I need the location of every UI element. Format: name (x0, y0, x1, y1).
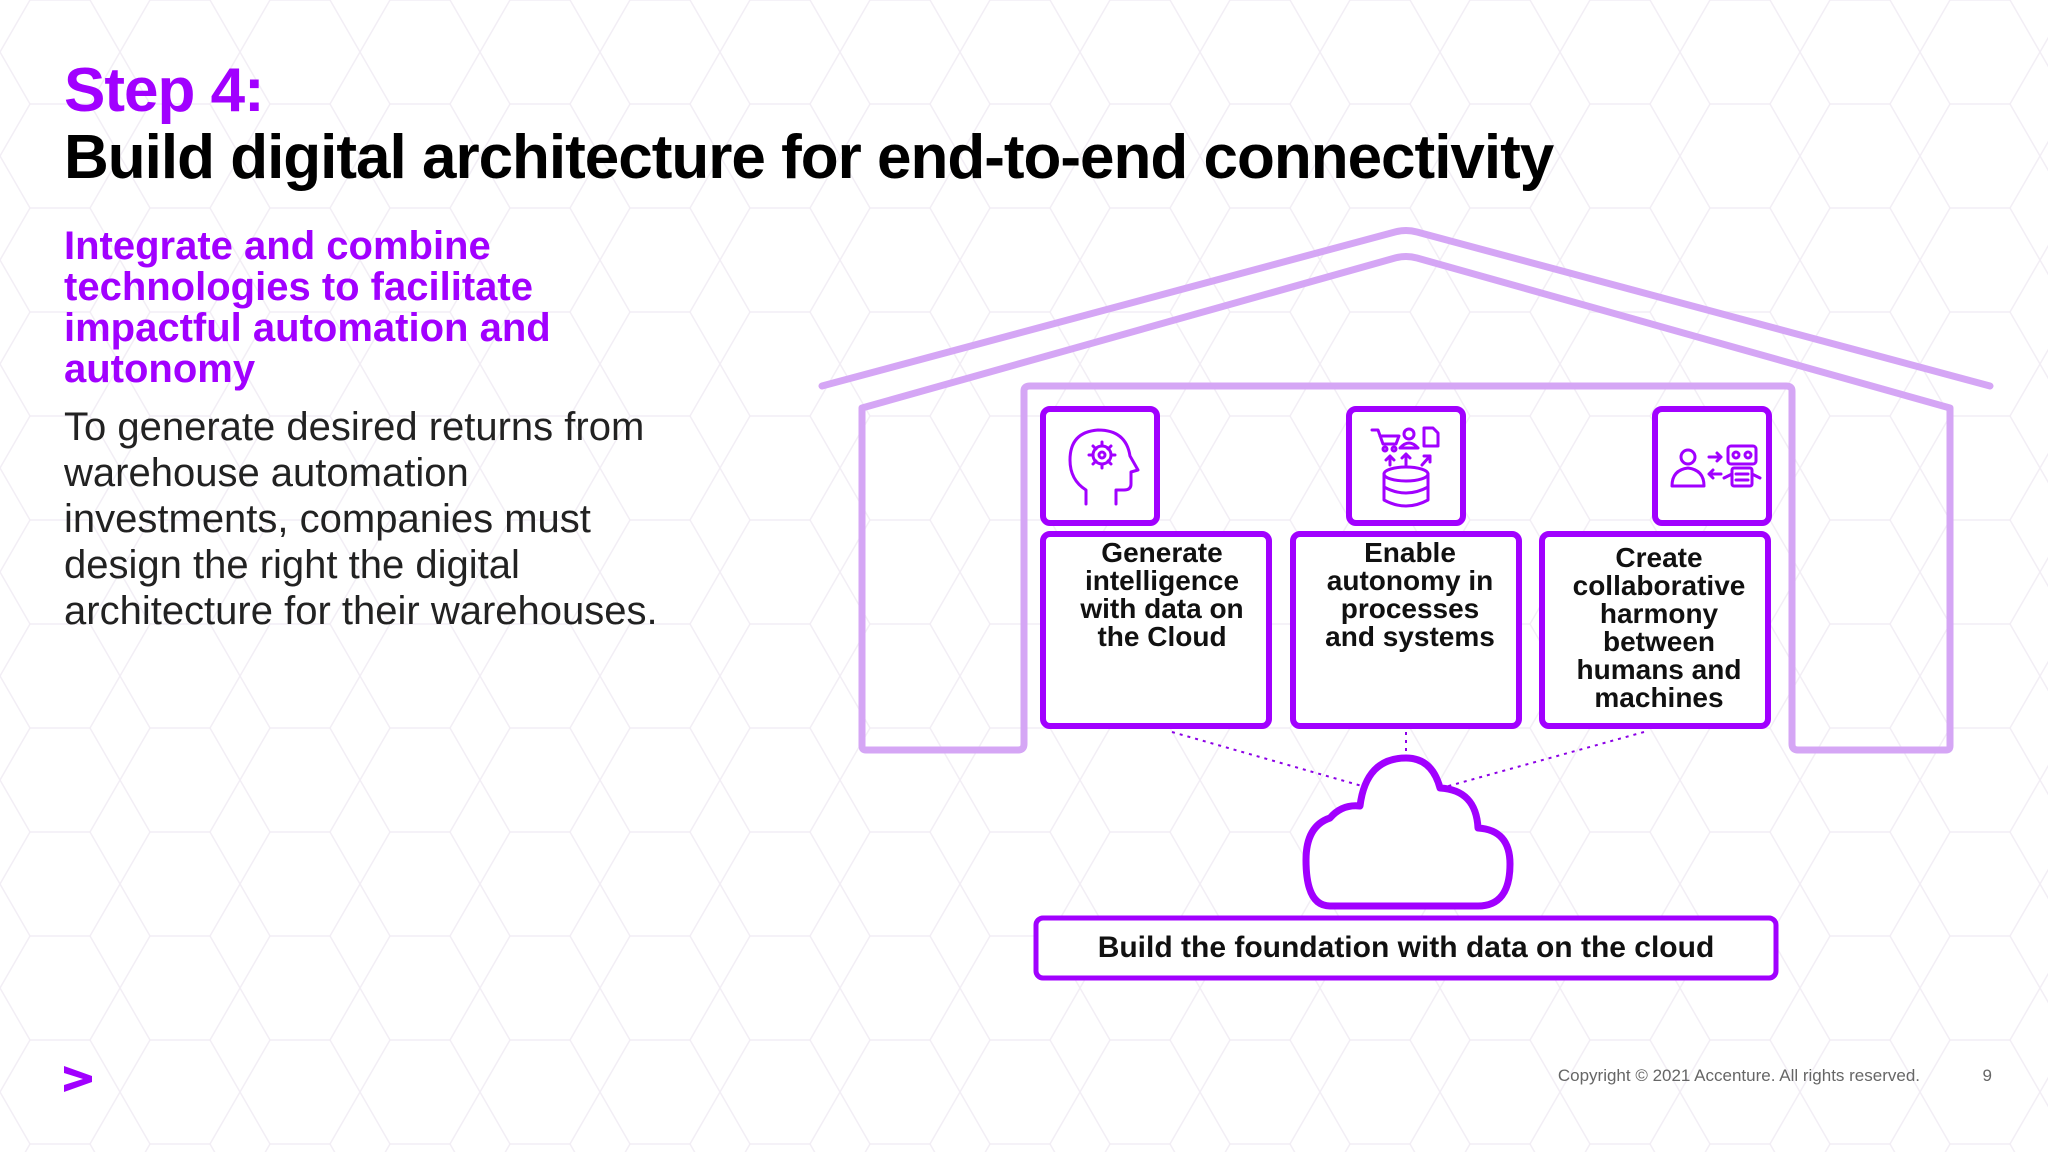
step-label: Step 4: (64, 56, 265, 125)
human-robot-icon (1670, 444, 1762, 488)
cloud-icon (1302, 754, 1514, 910)
pillar-2-box (1290, 531, 1522, 729)
intro-body: To generate desired returns from warehou… (64, 405, 658, 633)
pillar-2-label: Enable autonomy in processes and systems (1325, 537, 1495, 652)
roof-outer (818, 227, 1994, 390)
slide-title: Build digital architecture for end-to-en… (64, 123, 1554, 192)
head-gear-icon (1068, 428, 1140, 506)
pillar-1-icon-tile (1040, 406, 1160, 526)
warehouse-walls (858, 253, 1954, 754)
connector-left (1171, 731, 1377, 791)
intro-subtitle: Integrate and combine technologies to fa… (64, 224, 551, 391)
pillar-1-label: Generate intelligence with data on the C… (1080, 537, 1244, 652)
warehouse-frame (1014, 382, 1802, 754)
pillar-3-box (1539, 531, 1771, 729)
pillar-3-icon-tile (1652, 406, 1772, 526)
copyright-notice: Copyright © 2021 Accenture. All rights r… (1557, 1066, 1920, 1085)
accenture-greater-than-logo (64, 1066, 92, 1092)
foundation-label: Build the foundation with data on the cl… (1097, 931, 1715, 964)
pillar-3-label: Create collaborative harmony between hum… (1572, 542, 1746, 713)
connector-right (1433, 731, 1645, 791)
pillar-1-box (1040, 531, 1272, 729)
foundation-box (1033, 915, 1779, 981)
page-number: 9 (1982, 1066, 1992, 1085)
data-autonomy-icon (1370, 426, 1440, 508)
